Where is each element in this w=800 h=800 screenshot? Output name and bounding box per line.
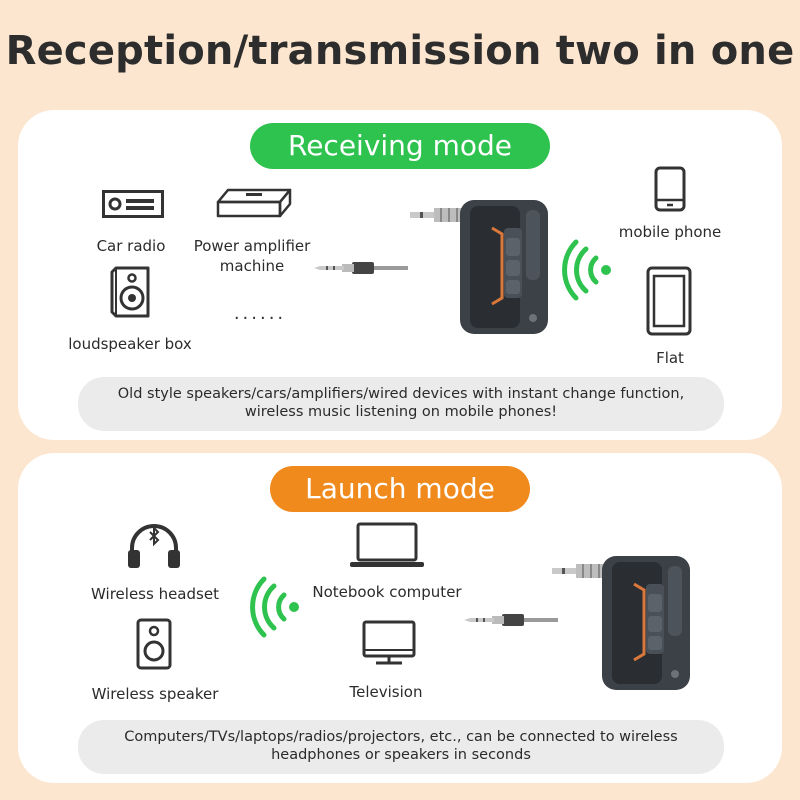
wireless-signal-icon (250, 576, 299, 638)
mobile-phone-icon (654, 166, 686, 212)
bluetooth-adapter-icon[interactable] (552, 554, 692, 694)
launch-mode-badge: Launch mode (270, 466, 530, 512)
aux-cable-icon (314, 262, 408, 274)
page-title: Reception/transmission two in one (5, 28, 795, 74)
tablet-icon (646, 266, 692, 336)
launch-note-line1: Computers/TVs/laptops/radios/projectors,… (124, 729, 678, 745)
speaker-icon (136, 618, 172, 670)
wireless-signal-icon (562, 239, 611, 301)
more-devices-ellipsis: ...... (233, 303, 287, 324)
wireless-headset-label: Wireless headset (91, 585, 219, 603)
aux-cable-icon (464, 614, 558, 626)
receiving-note: Old style speakers/cars/amplifiers/wired… (78, 377, 724, 431)
launch-note: Computers/TVs/laptops/radios/projectors,… (78, 720, 724, 774)
mobile-phone-label: mobile phone (618, 223, 722, 241)
launch-note-line2: headphones or speakers in seconds (271, 747, 531, 763)
laptop-icon (350, 522, 424, 567)
notebook-computer-label: Notebook computer (312, 583, 462, 601)
car-radio-icon (102, 190, 164, 218)
receiving-note-line1: Old style speakers/cars/amplifiers/wired… (117, 386, 685, 402)
television-icon (362, 620, 416, 665)
power-amplifier-label-line2: machine (219, 257, 285, 275)
car-radio-label: Car radio (96, 237, 166, 255)
loudspeaker-label: loudspeaker box (68, 335, 192, 353)
wireless-speaker-label: Wireless speaker (91, 685, 219, 703)
receiving-mode-badge: Receiving mode (250, 123, 550, 169)
television-label: Television (349, 683, 423, 701)
bluetooth-headset-icon (128, 524, 180, 568)
receiving-note-line2: wireless music listening on mobile phone… (244, 404, 558, 420)
flat-label: Flat (656, 349, 684, 367)
loudspeaker-icon (110, 266, 150, 318)
power-amplifier-label-line1: Power amplifier (193, 237, 311, 255)
bluetooth-adapter-icon[interactable] (410, 198, 550, 338)
amplifier-icon (216, 188, 292, 218)
